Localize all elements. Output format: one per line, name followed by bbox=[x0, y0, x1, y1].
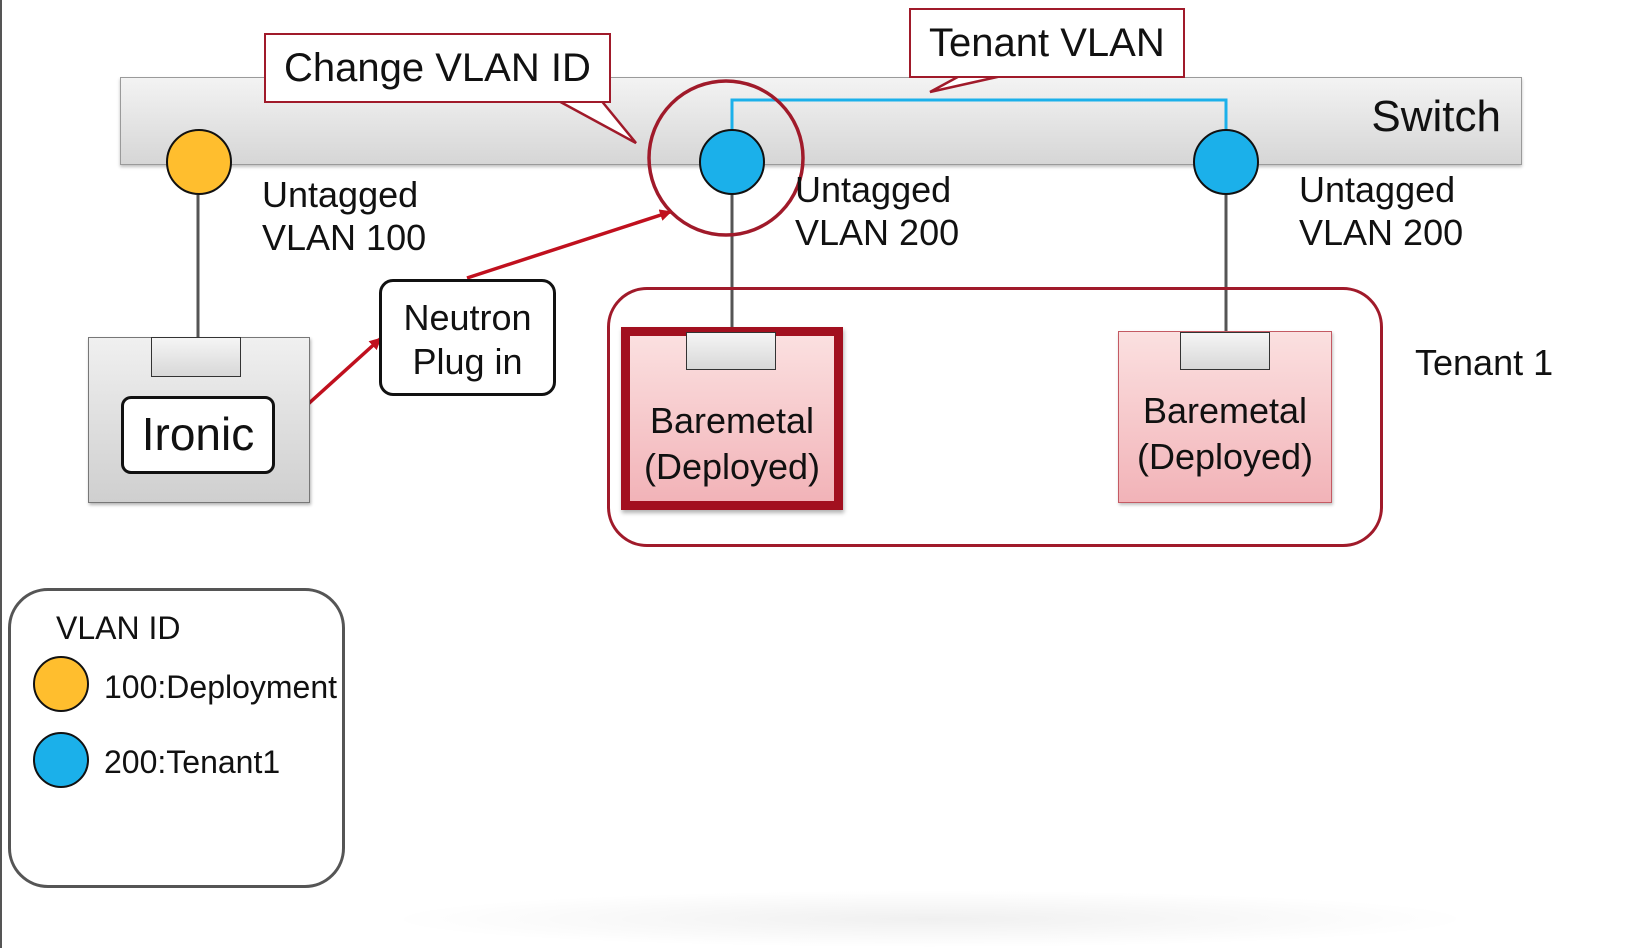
tenant-group-outline bbox=[607, 287, 1383, 547]
port-vlan200-a bbox=[699, 129, 765, 195]
baremetal-label: Baremetal (Deployed) bbox=[1136, 390, 1314, 477]
callout-seam bbox=[558, 97, 598, 101]
callout-seam bbox=[968, 71, 1012, 75]
legend-label-tenant1: 200:Tenant1 bbox=[104, 744, 281, 780]
tenant-vlan-callout: Tenant VLAN bbox=[909, 8, 1185, 78]
baremetal-nic bbox=[1180, 332, 1270, 370]
change-vlan-callout: Change VLAN ID bbox=[264, 33, 611, 103]
port-vlan100 bbox=[166, 129, 232, 195]
arrow-neutron-to-port bbox=[466, 209, 672, 280]
ironic-nic bbox=[151, 337, 241, 377]
legend-dot-deployment bbox=[33, 656, 89, 712]
port-vlan200-b bbox=[1193, 129, 1259, 195]
selected-port-ring bbox=[647, 79, 805, 237]
tenant-group-label: Tenant 1 bbox=[1415, 342, 1554, 383]
port-label-vlan100: Untagged VLAN 100 bbox=[262, 174, 427, 258]
change-vlan-callout-tail bbox=[554, 97, 637, 145]
port-label-vlan200-a: Untagged VLAN 200 bbox=[795, 169, 960, 253]
legend-title: VLAN ID bbox=[56, 610, 181, 646]
baremetal-nic bbox=[686, 332, 776, 370]
ironic-node: Ironic bbox=[88, 337, 310, 503]
switch-label: Switch bbox=[1371, 92, 1501, 141]
neutron-plugin-box: Neutron Plug in bbox=[379, 279, 556, 396]
change-vlan-callout-text: Change VLAN ID bbox=[284, 46, 591, 90]
tenant-vlan-link bbox=[730, 98, 1228, 130]
ironic-label: Ironic bbox=[121, 396, 275, 474]
legend-label-deployment: 100:Deployment bbox=[104, 669, 338, 705]
tenant-vlan-callout-text: Tenant VLAN bbox=[929, 21, 1165, 65]
legend-dot-tenant1 bbox=[33, 732, 89, 788]
page-left-edge bbox=[0, 0, 2, 948]
baremetal-label: Baremetal (Deployed) bbox=[643, 400, 821, 487]
port-label-vlan200-b: Untagged VLAN 200 bbox=[1299, 169, 1464, 253]
neutron-plugin-label: Neutron Plug in bbox=[403, 297, 532, 382]
bottom-shadow bbox=[380, 890, 1480, 948]
legend: VLAN ID 100:Deployment 200:Tenant1 bbox=[8, 588, 345, 888]
